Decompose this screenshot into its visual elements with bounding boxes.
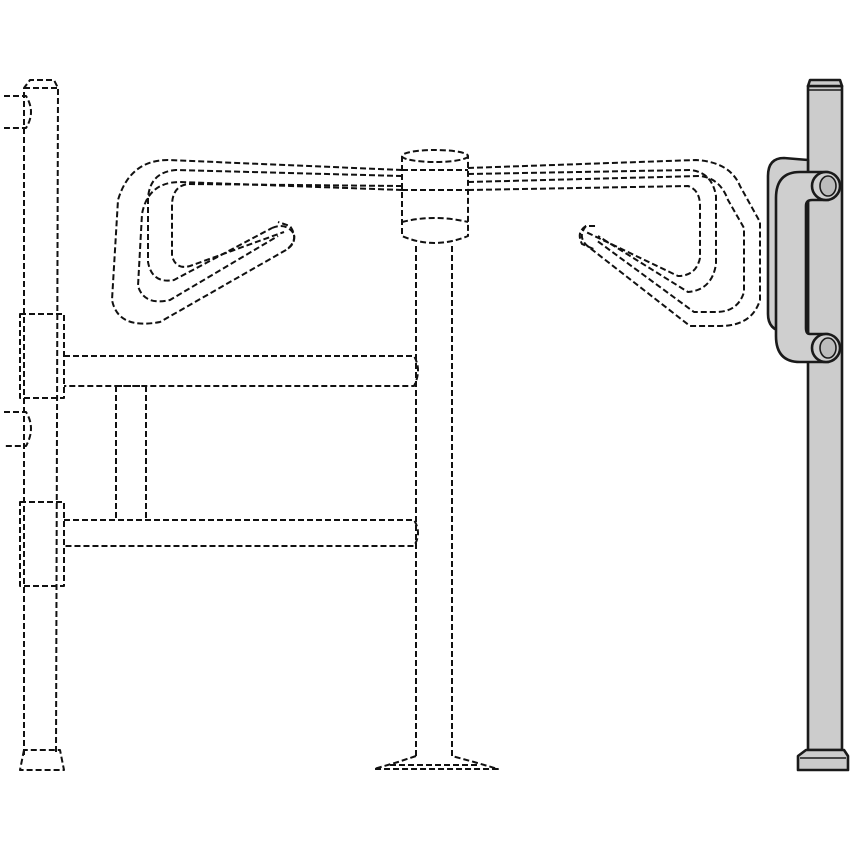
left-post — [4, 79, 65, 771]
turnstile-rotor — [401, 149, 469, 244]
frame-rails — [64, 355, 419, 547]
center-column — [373, 246, 499, 770]
turnstile-arm-left — [111, 159, 403, 325]
turnstile-arm-right — [467, 159, 761, 327]
grab-handle — [766, 156, 842, 364]
